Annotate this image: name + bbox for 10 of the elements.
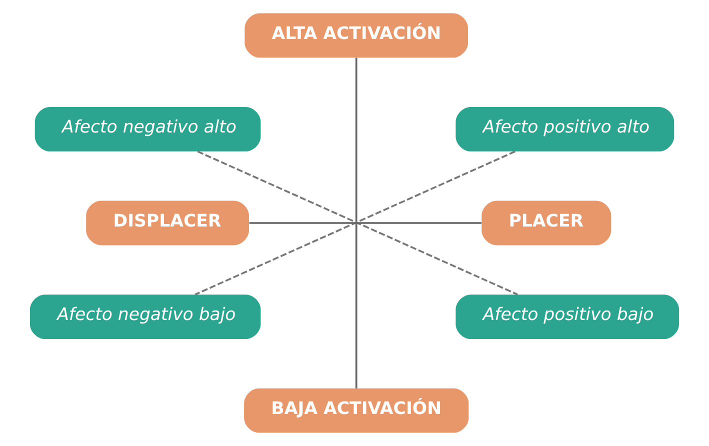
node-box: ALTA ACTIVACIÓN [244, 13, 468, 58]
node-box: Afecto negativo alto [34, 107, 261, 152]
node-box: DISPLACER [86, 200, 249, 246]
node-box: Afecto negativo bajo [30, 294, 261, 339]
node-box: BAJA ACTIVACIÓN [244, 388, 469, 433]
connector [355, 58, 358, 388]
connector [249, 222, 482, 224]
node-box: Afecto positivo bajo [456, 294, 680, 339]
node-box: Afecto positivo alto [456, 107, 674, 152]
node-box: PLACER [482, 200, 612, 246]
